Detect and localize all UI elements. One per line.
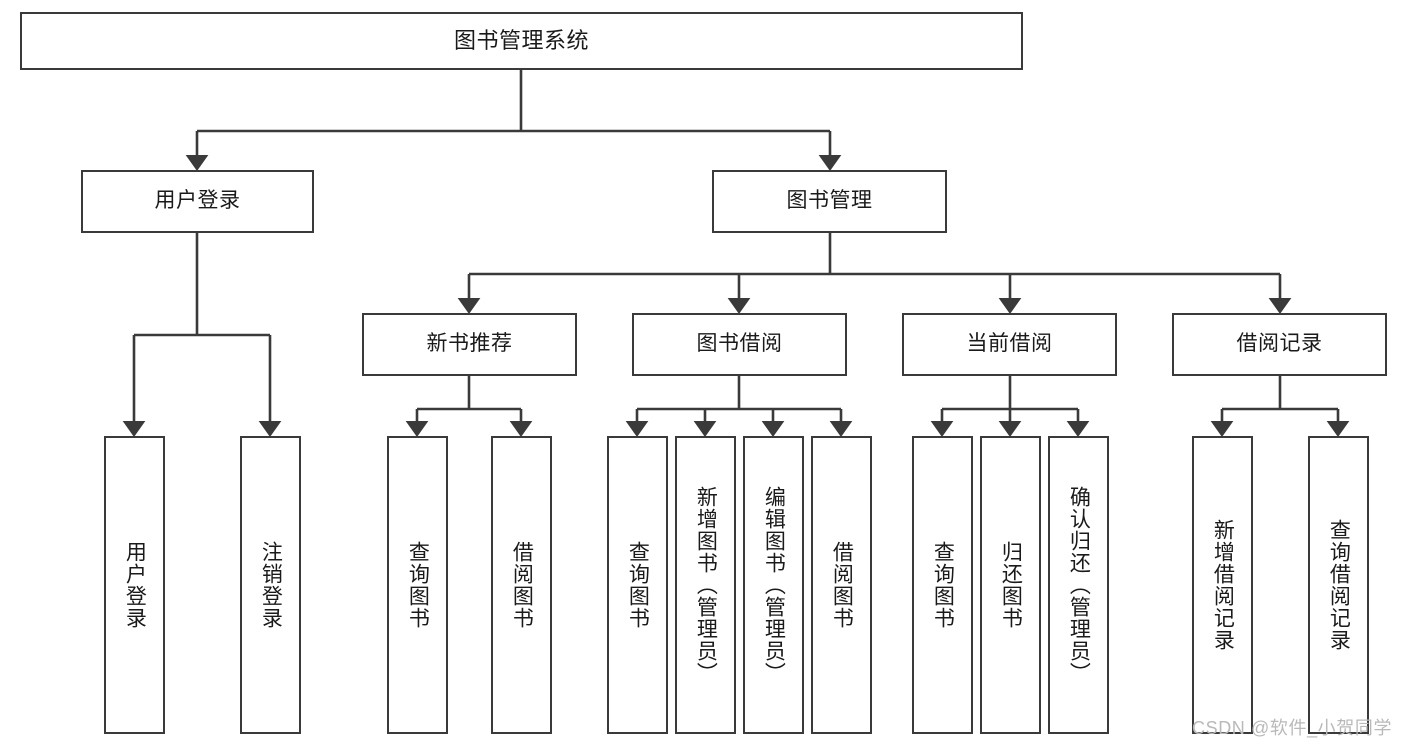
node-new-book-recommend[interactable]: 新书推荐 — [362, 313, 577, 376]
node-label: 查询图书 — [626, 541, 650, 629]
node-label: 当前借阅 — [966, 332, 1053, 356]
node-label: 查询图书 — [406, 541, 430, 629]
node-label: 用户登录 — [154, 189, 241, 213]
node-label: 查询图书 — [931, 541, 955, 629]
node-leaf-add-book[interactable]: 新增图书（管理员） — [675, 436, 736, 734]
node-leaf-query-book-1[interactable]: 查询图书 — [387, 436, 448, 734]
node-borrow-record[interactable]: 借阅记录 — [1172, 313, 1387, 376]
node-book-borrow[interactable]: 图书借阅 — [632, 313, 847, 376]
node-root-system[interactable]: 图书管理系统 — [20, 12, 1023, 70]
node-user-login[interactable]: 用户登录 — [81, 170, 314, 233]
node-leaf-confirm-return[interactable]: 确认归还（管理员） — [1048, 436, 1109, 734]
node-leaf-query-book-3[interactable]: 查询图书 — [912, 436, 973, 734]
node-label: 确认归还（管理员） — [1067, 486, 1091, 684]
node-leaf-return-book[interactable]: 归还图书 — [980, 436, 1041, 734]
node-leaf-edit-book[interactable]: 编辑图书（管理员） — [743, 436, 804, 734]
node-label: 归还图书 — [999, 541, 1023, 629]
node-label: 编辑图书（管理员） — [762, 486, 786, 684]
node-leaf-logout-login[interactable]: 注销登录 — [240, 436, 301, 734]
node-label: 新书推荐 — [426, 332, 513, 356]
node-book-manage[interactable]: 图书管理 — [712, 170, 947, 233]
node-label: 图书管理系统 — [453, 28, 589, 54]
node-leaf-borrow-book-2[interactable]: 借阅图书 — [811, 436, 872, 734]
node-leaf-query-book-2[interactable]: 查询图书 — [607, 436, 668, 734]
csdn-watermark: CSDN @软件_小贺同学 — [1192, 718, 1393, 738]
node-leaf-borrow-book-1[interactable]: 借阅图书 — [491, 436, 552, 734]
node-leaf-add-record[interactable]: 新增借阅记录 — [1192, 436, 1253, 734]
node-label: 新增借阅记录 — [1211, 519, 1235, 651]
node-current-borrow[interactable]: 当前借阅 — [902, 313, 1117, 376]
node-label: 图书管理 — [786, 189, 873, 213]
node-label: 借阅图书 — [830, 541, 854, 629]
node-label: 查询借阅记录 — [1327, 519, 1351, 651]
node-label: 用户登录 — [123, 541, 147, 629]
node-leaf-query-record[interactable]: 查询借阅记录 — [1308, 436, 1369, 734]
node-label: 借阅记录 — [1236, 332, 1323, 356]
node-leaf-user-login[interactable]: 用户登录 — [104, 436, 165, 734]
node-label: 注销登录 — [259, 541, 283, 629]
node-label: 新增图书（管理员） — [694, 486, 718, 684]
node-label: 图书借阅 — [696, 332, 783, 356]
node-label: 借阅图书 — [510, 541, 534, 629]
